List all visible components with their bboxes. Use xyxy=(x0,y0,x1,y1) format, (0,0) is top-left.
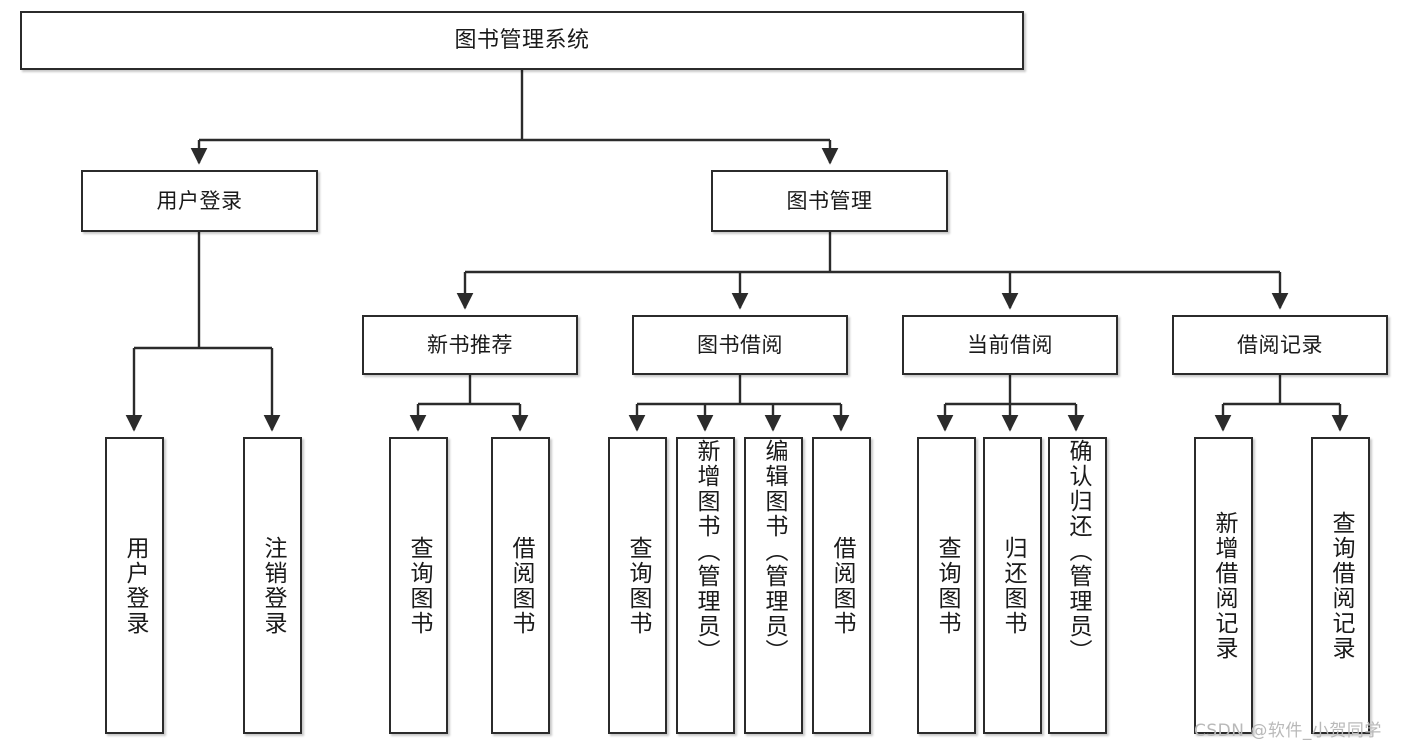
leaf-edit-book-label: 编辑图书（管理员） xyxy=(761,439,787,664)
leaf-query-book-a-label: 查询图书 xyxy=(406,535,432,636)
node-book-borrow-label: 图书借阅 xyxy=(697,332,783,357)
node-root-label: 图书管理系统 xyxy=(454,27,590,53)
node-new-book-recommend[interactable]: 新书推荐 xyxy=(362,315,578,375)
leaf-logout[interactable]: 注销登录 xyxy=(243,437,302,734)
node-borrow-record-label: 借阅记录 xyxy=(1237,332,1323,357)
leaf-query-book-b-label: 查询图书 xyxy=(625,535,651,636)
leaf-add-record-label: 新增借阅记录 xyxy=(1211,510,1237,661)
leaf-borrow-book-a-label: 借阅图书 xyxy=(508,535,534,636)
node-root[interactable]: 图书管理系统 xyxy=(20,11,1024,70)
leaf-user-login-label: 用户登录 xyxy=(122,535,148,636)
leaf-add-record[interactable]: 新增借阅记录 xyxy=(1194,437,1253,734)
leaf-borrow-book-b[interactable]: 借阅图书 xyxy=(812,437,871,734)
leaf-user-login[interactable]: 用户登录 xyxy=(105,437,164,734)
leaf-query-record-label: 查询借阅记录 xyxy=(1328,510,1354,661)
leaf-query-book-a[interactable]: 查询图书 xyxy=(389,437,448,734)
leaf-add-book-label: 新增图书（管理员） xyxy=(693,439,719,664)
leaf-query-book-c-label: 查询图书 xyxy=(934,535,960,636)
leaf-edit-book[interactable]: 编辑图书（管理员） xyxy=(744,437,803,734)
node-new-book-recommend-label: 新书推荐 xyxy=(427,332,513,357)
node-current-borrow-label: 当前借阅 xyxy=(967,332,1053,357)
leaf-query-book-c[interactable]: 查询图书 xyxy=(917,437,976,734)
node-user-login-label: 用户登录 xyxy=(156,188,243,213)
leaf-query-book-b[interactable]: 查询图书 xyxy=(608,437,667,734)
leaf-return-book[interactable]: 归还图书 xyxy=(983,437,1042,734)
leaf-add-book[interactable]: 新增图书（管理员） xyxy=(676,437,735,734)
leaf-query-record[interactable]: 查询借阅记录 xyxy=(1311,437,1370,734)
node-user-login[interactable]: 用户登录 xyxy=(81,170,318,232)
leaf-confirm-return-label: 确认归还（管理员） xyxy=(1065,439,1091,664)
node-book-manage[interactable]: 图书管理 xyxy=(711,170,948,232)
node-borrow-record[interactable]: 借阅记录 xyxy=(1172,315,1388,375)
leaf-return-book-label: 归还图书 xyxy=(1000,535,1026,636)
node-current-borrow[interactable]: 当前借阅 xyxy=(902,315,1118,375)
node-book-borrow[interactable]: 图书借阅 xyxy=(632,315,848,375)
leaf-borrow-book-a[interactable]: 借阅图书 xyxy=(491,437,550,734)
leaf-borrow-book-b-label: 借阅图书 xyxy=(829,535,855,636)
node-book-manage-label: 图书管理 xyxy=(786,188,873,213)
watermark: CSDN @软件_小贺同学 xyxy=(1194,721,1382,741)
leaf-logout-label: 注销登录 xyxy=(260,535,286,636)
leaf-confirm-return[interactable]: 确认归还（管理员） xyxy=(1048,437,1107,734)
